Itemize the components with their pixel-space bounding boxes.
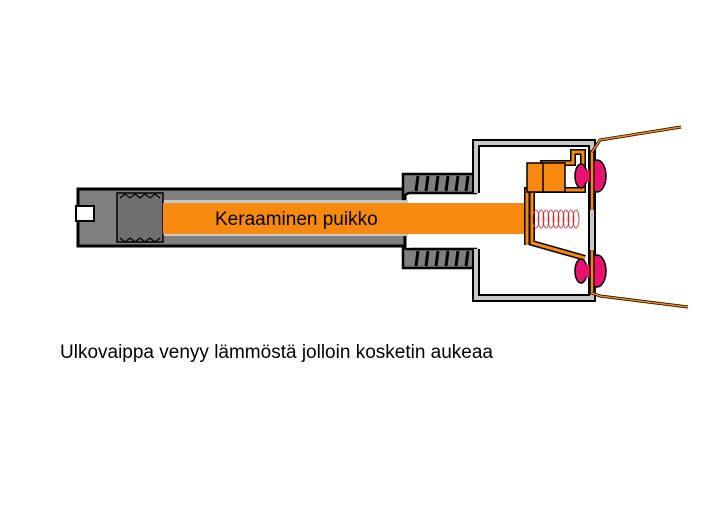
screw-slot <box>75 205 95 222</box>
ceramic-rod <box>163 203 527 234</box>
rod-label: Keraaminen puikko <box>215 209 378 230</box>
thread-top <box>119 193 161 199</box>
spring <box>532 209 580 229</box>
threaded-plug <box>116 192 164 243</box>
thread-bottom <box>119 237 161 243</box>
diagram-caption: Ulkovaippa venyy lämmöstä jolloin kosket… <box>60 342 494 363</box>
contact-block <box>526 162 566 193</box>
